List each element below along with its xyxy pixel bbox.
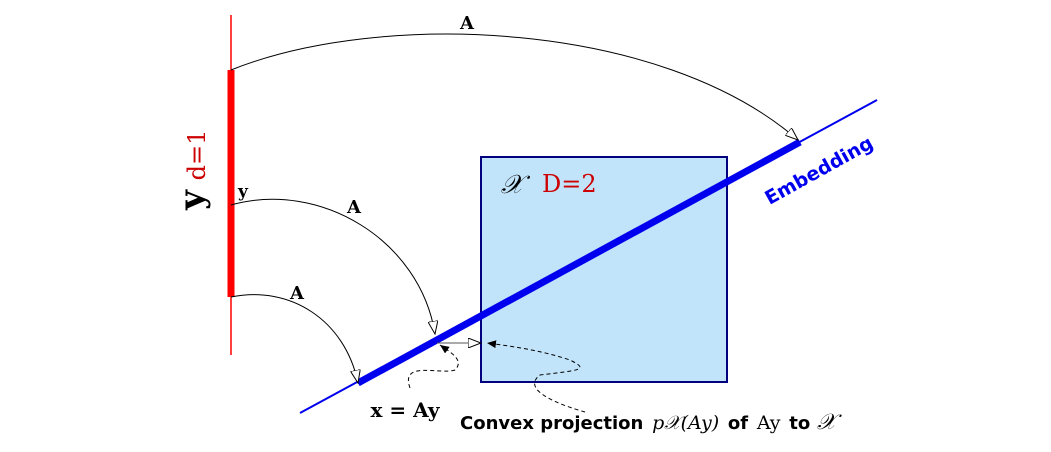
map-arrow-top xyxy=(230,33,798,140)
label-d-dim: d=1 xyxy=(183,130,211,181)
label-map-bottom: A xyxy=(289,283,305,304)
embedding-segment xyxy=(356,138,802,387)
label-y-space: y xyxy=(172,189,212,211)
label-x-eq: x = Ay xyxy=(371,398,441,422)
label-map-middle: A xyxy=(346,197,362,218)
label-map-top: A xyxy=(459,13,475,34)
caption-math-3: 𝒳 xyxy=(817,410,842,435)
map-arrow-middle xyxy=(230,198,435,334)
set-x-box xyxy=(480,156,728,383)
map-arrow-bottom xyxy=(230,294,358,383)
caption-text-1: Convex projection xyxy=(460,413,643,434)
caption: Convex projection p𝒳(Ay) of Ay to 𝒳 xyxy=(460,410,842,435)
dashed-pointer-proj xyxy=(486,340,586,413)
caption-math-2: Ay xyxy=(756,412,781,434)
caption-text-3: to xyxy=(789,413,810,434)
caption-math-1: p𝒳(Ay) xyxy=(652,412,719,434)
caption-text-2: of xyxy=(728,413,748,434)
label-embedding: Embedding xyxy=(761,132,877,209)
label-y-point: y xyxy=(237,182,249,202)
dashed-pointer-x xyxy=(407,344,459,389)
label-D-dim: D=2 xyxy=(542,170,597,198)
